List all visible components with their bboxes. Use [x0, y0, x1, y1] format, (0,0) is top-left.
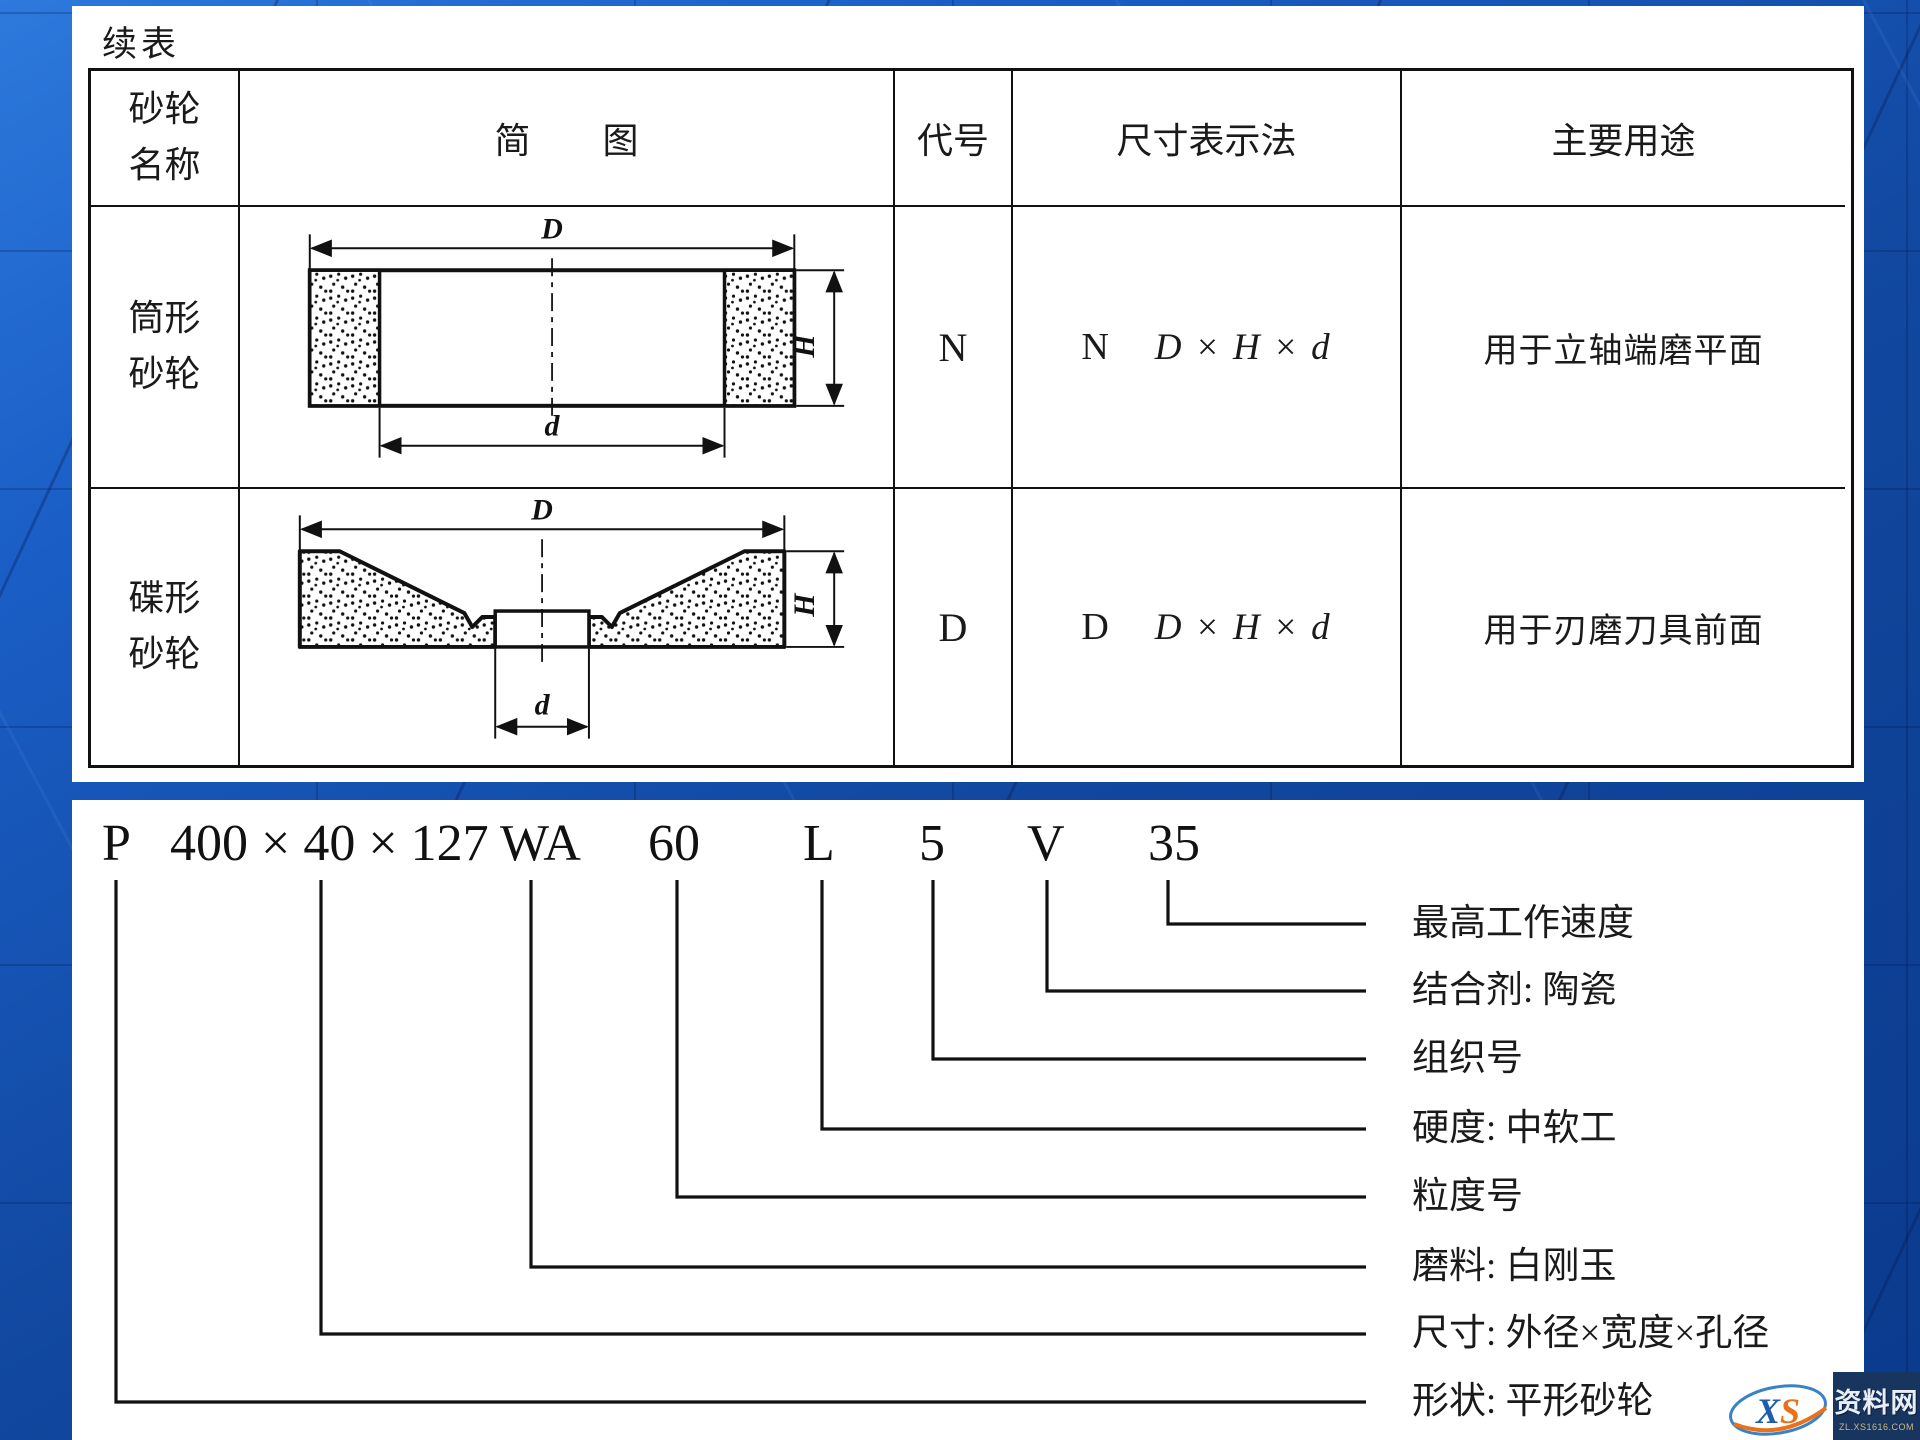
header-wheel-name-line1: 砂轮 [128, 89, 201, 130]
leader-line-bond [1045, 880, 1366, 993]
leader-line-speed [1166, 880, 1366, 926]
dish-wheel-diagram: D d H [297, 493, 845, 739]
watermark: XS 资料网 ZL.XS1616.COM [1700, 1372, 1920, 1440]
abrasive-section-left [297, 549, 498, 649]
row1-name-line1: 筒形 [128, 298, 201, 339]
header-wheel-name-line2: 名称 [128, 145, 201, 185]
abrasive-section-right [586, 549, 787, 649]
marking-token-speed: 35 [1148, 815, 1200, 872]
leader-line-hardness [820, 880, 1366, 1131]
dimension-D [298, 515, 786, 554]
continued-table-label: 续表 [102, 25, 181, 64]
row1-wheel-name: 筒形 砂轮 [91, 207, 240, 489]
marking-token-size: 400 × 40 × 127 [170, 815, 489, 872]
header-wheel-name: 砂轮 名称 [91, 71, 240, 207]
leader-line-size [319, 880, 1366, 1336]
row1-notation: N D × H × d [1013, 207, 1402, 489]
header-diagram: 简 图 [240, 71, 895, 207]
marking-panel: P 400 × 40 × 127 WA 60 L 5 V 35 最高工作速度 结… [72, 800, 1864, 1440]
row2-notation-code: D [1081, 606, 1109, 648]
row1-name-line2: 砂轮 [128, 354, 201, 394]
leader-line-structure [931, 880, 1366, 1061]
row2-wheel-name: 碟形 砂轮 [91, 489, 240, 765]
watermark-site-name: 资料网 [1834, 1387, 1919, 1418]
marking-label-shape: 形状: 平形砂轮 [1412, 1381, 1654, 1422]
table-panel: 续表 砂轮 名称 简 图 代号 尺寸表示法 主要用途 筒形 砂轮 [72, 6, 1864, 782]
dimension-D [308, 234, 796, 273]
row1-diagram-cell: D d H [240, 207, 895, 489]
cylindrical-wheel-diagram: D d H [307, 212, 845, 458]
row2-name-line1: 碟形 [128, 578, 201, 619]
row1-notation-code: N [1081, 326, 1109, 368]
abrasive-band-right [722, 268, 797, 408]
abrasive-band-left [308, 268, 382, 408]
leader-line-abrasive [529, 880, 1366, 1269]
marking-token-shape: P [102, 815, 131, 872]
row2-diagram-cell: D d H [240, 489, 895, 765]
header-notation: 尺寸表示法 [1013, 71, 1402, 207]
leader-line-grit [675, 880, 1366, 1199]
marking-label-size: 尺寸: 外径×宽度×孔径 [1412, 1313, 1770, 1354]
dim-label-d: d [545, 410, 561, 443]
header-code: 代号 [895, 71, 1013, 207]
header-usage: 主要用途 [1402, 71, 1845, 207]
marking-token-abrasive: WA [500, 815, 581, 872]
dimension-H [786, 550, 845, 648]
dimension-d [494, 648, 590, 739]
watermark-logo-text: XS [1755, 1391, 1800, 1431]
marking-label-bond: 结合剂: 陶瓷 [1412, 970, 1617, 1011]
leader-line-shape [114, 880, 1366, 1404]
watermark-logo-icon: XS [1729, 1384, 1828, 1436]
dim-label-d: d [535, 689, 551, 722]
row1-usage: 用于立轴端磨平面 [1402, 207, 1845, 489]
watermark-site-box: 资料网 ZL.XS1616.COM [1833, 1372, 1920, 1440]
marking-token-hardness: L [803, 815, 835, 872]
dim-label-H: H [788, 333, 821, 359]
row2-notation: D D × H × d [1013, 489, 1402, 765]
row2-code: D [895, 489, 1013, 765]
row2-notation-formula: D × H × d [1154, 607, 1332, 648]
marking-label-structure: 组织号 [1412, 1038, 1523, 1079]
row2-usage: 用于刃磨刀具前面 [1483, 612, 1764, 650]
row2-name-line2: 砂轮 [128, 634, 201, 674]
marking-label-abrasive: 磨料: 白刚玉 [1412, 1246, 1617, 1287]
marking-token-bond: V [1027, 815, 1065, 872]
marking-token-structure: 5 [919, 815, 945, 872]
marking-label-hardness: 硬度: 中软工 [1412, 1108, 1617, 1149]
row1-code: N [895, 207, 1013, 489]
row1-notation-formula: D × H × d [1154, 327, 1332, 368]
dimension-H [796, 269, 845, 407]
dimension-d [378, 407, 726, 458]
grinding-wheel-table: 砂轮 名称 简 图 代号 尺寸表示法 主要用途 筒形 砂轮 [88, 68, 1854, 768]
marking-token-grit: 60 [648, 815, 700, 872]
marking-label-grit: 粒度号 [1412, 1176, 1523, 1217]
dim-label-D: D [540, 212, 563, 245]
marking-leader-lines [114, 880, 1366, 1404]
dim-label-H: H [788, 592, 821, 618]
marking-label-speed: 最高工作速度 [1412, 903, 1634, 944]
watermark-site-url: ZL.XS1616.COM [1838, 1421, 1915, 1432]
dim-label-D: D [530, 493, 553, 526]
